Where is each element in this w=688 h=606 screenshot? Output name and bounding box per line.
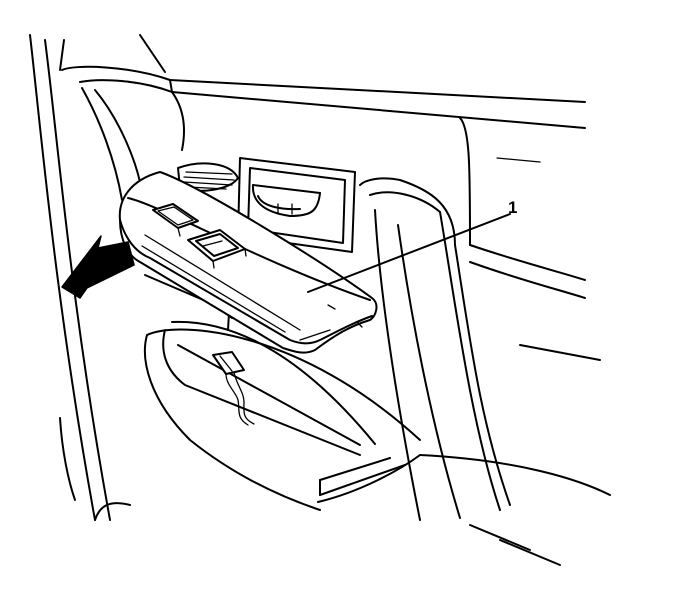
- window-switch-panel: [120, 172, 377, 353]
- door-frame: [30, 35, 165, 520]
- push-direction-arrow-icon: [62, 236, 134, 298]
- upper-door-panel: [62, 67, 600, 360]
- door-lower-edge: [60, 418, 130, 520]
- armrest-lower: [145, 322, 610, 565]
- window-switch-rear: [153, 204, 198, 236]
- door-pillar: [360, 178, 510, 520]
- window-switch-front: [188, 230, 246, 268]
- callout-1: 1: [308, 198, 517, 292]
- wiring-harness-connector: [213, 352, 254, 425]
- door-handle-recess: [238, 158, 355, 252]
- callout-1-label: 1: [508, 198, 517, 217]
